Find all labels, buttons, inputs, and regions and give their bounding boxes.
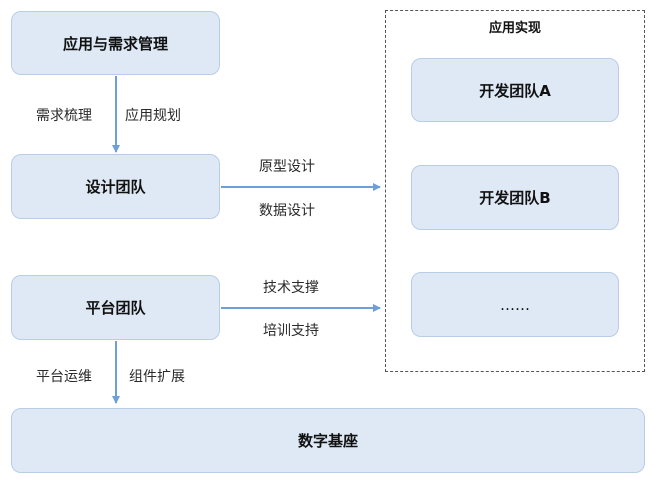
- platform-team-label: 平台团队: [85, 299, 146, 317]
- platform-team-box: 平台团队: [11, 275, 220, 340]
- digital-base-label: 数字基座: [297, 432, 358, 450]
- edge-label-component-extension: 组件扩展: [129, 369, 185, 385]
- edge-label-platform-operations: 平台运维: [36, 369, 92, 385]
- design-team-label: 设计团队: [85, 178, 146, 196]
- implementation-group-frame: [385, 10, 645, 372]
- edge-label-requirements-sorting: 需求梳理: [36, 108, 92, 124]
- requirements-management-box: 应用与需求管理: [11, 11, 220, 75]
- edge-label-prototype-design: 原型设计: [259, 159, 315, 175]
- requirements-management-label: 应用与需求管理: [62, 34, 168, 53]
- digital-base-box: 数字基座: [11, 408, 645, 473]
- more-teams-box: ……: [411, 272, 619, 337]
- dev-team-a-box: 开发团队A: [411, 58, 619, 122]
- edge-label-training-support: 培训支持: [263, 323, 319, 339]
- edge-label-data-design: 数据设计: [259, 203, 315, 219]
- more-teams-ellipsis: ……: [500, 295, 530, 314]
- edge-label-application-planning: 应用规划: [125, 108, 181, 124]
- dev-team-a-label: 开发团队A: [479, 81, 551, 100]
- edge-label-technical-support: 技术支撑: [263, 280, 319, 296]
- dev-team-b-box: 开发团队B: [411, 165, 619, 230]
- implementation-group-title: 应用实现: [488, 21, 541, 36]
- dev-team-b-label: 开发团队B: [479, 189, 551, 207]
- design-team-box: 设计团队: [11, 154, 220, 219]
